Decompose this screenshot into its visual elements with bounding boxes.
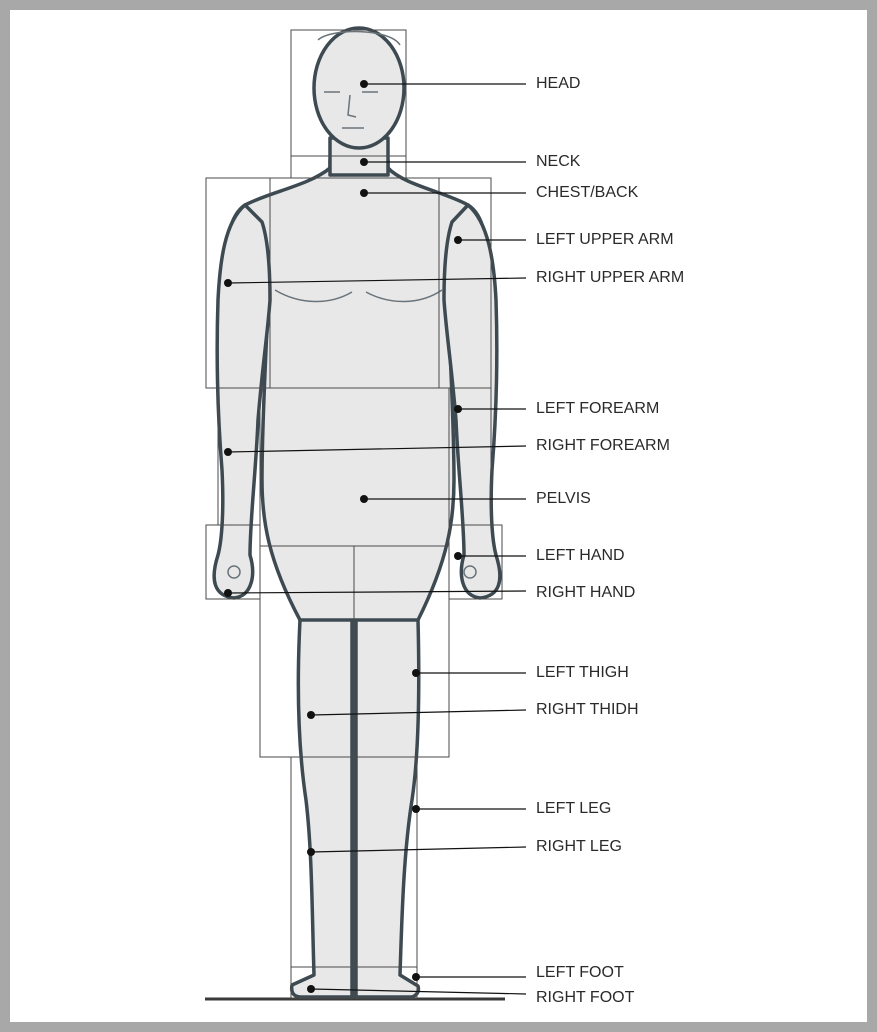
- label-right-hand: RIGHT HAND: [536, 584, 635, 601]
- label-left-hand: LEFT HAND: [536, 547, 625, 564]
- marker-head: [360, 80, 368, 88]
- label-neck: NECK: [536, 153, 581, 170]
- marker-right-hand: [224, 589, 232, 597]
- label-pelvis: PELVIS: [536, 490, 591, 507]
- label-right-forearm: RIGHT FOREARM: [536, 437, 670, 454]
- callout-left-leg: LEFT LEG: [412, 800, 611, 817]
- label-right-thigh: RIGHT THIDH: [536, 701, 639, 718]
- right-arm-outline: [214, 205, 270, 598]
- marker-right-upper-arm: [224, 279, 232, 287]
- marker-pelvis: [360, 495, 368, 503]
- callout-left-foot: LEFT FOOT: [412, 964, 624, 981]
- label-chest-back: CHEST/BACK: [536, 184, 639, 201]
- marker-left-forearm: [454, 405, 462, 413]
- label-left-thigh: LEFT THIGH: [536, 664, 629, 681]
- marker-left-foot: [412, 973, 420, 981]
- marker-left-thigh: [412, 669, 420, 677]
- body-silhouette: [214, 28, 500, 997]
- label-left-upper-arm: LEFT UPPER ARM: [536, 231, 674, 248]
- callout-left-thigh: LEFT THIGH: [412, 664, 629, 681]
- marker-left-upper-arm: [454, 236, 462, 244]
- marker-left-leg: [412, 805, 420, 813]
- label-left-forearm: LEFT FOREARM: [536, 400, 659, 417]
- label-left-leg: LEFT LEG: [536, 800, 611, 817]
- marker-right-thigh: [307, 711, 315, 719]
- label-right-leg: RIGHT LEG: [536, 838, 622, 855]
- label-right-upper-arm: RIGHT UPPER ARM: [536, 269, 684, 286]
- marker-right-forearm: [224, 448, 232, 456]
- label-right-foot: RIGHT FOOT: [536, 989, 635, 1006]
- marker-right-foot: [307, 985, 315, 993]
- marker-neck: [360, 158, 368, 166]
- head-outline: [314, 28, 404, 148]
- label-head: HEAD: [536, 75, 580, 92]
- marker-right-leg: [307, 848, 315, 856]
- marker-chest-back: [360, 189, 368, 197]
- label-left-foot: LEFT FOOT: [536, 964, 624, 981]
- marker-left-hand: [454, 552, 462, 560]
